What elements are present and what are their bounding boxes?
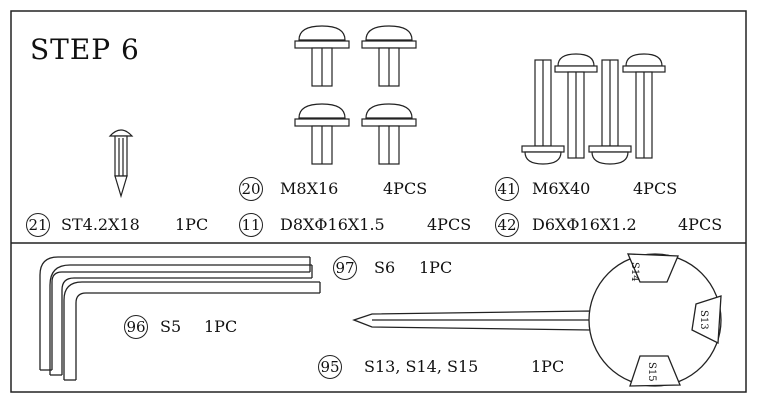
part-96-code: S5 [160, 317, 182, 336]
part-20-code: M8X16 [280, 179, 339, 198]
hex-keys-drawing [39, 256, 321, 381]
part-21-qty: 1PC [175, 215, 209, 234]
part-97-qty: 1PC [419, 258, 453, 277]
wrench-slot-s15-label: S15 [646, 362, 657, 382]
part-number-42: 42 [495, 213, 519, 237]
wrench-drawing [352, 253, 722, 387]
bolt-20-drawing [294, 25, 417, 165]
part-number-21: 21 [26, 213, 50, 237]
bolt-41-drawing [521, 53, 666, 165]
part-41-qty: 4PCS [633, 179, 678, 198]
part-number-96: 96 [124, 315, 148, 339]
part-number-41: 41 [495, 177, 519, 201]
step-title: STEP 6 [30, 33, 140, 66]
part-42-qty: 4PCS [678, 215, 723, 234]
wrench-slot-s14-label: S14 [629, 262, 640, 282]
part-number-11: 11 [239, 213, 263, 237]
part-95-qty: 1PC [531, 357, 565, 376]
part-95-code: S13, S14, S15 [364, 357, 479, 376]
part-42-code: D6XΦ16X1.2 [532, 215, 637, 234]
part-21-code: ST4.2X18 [61, 215, 140, 234]
part-number-97: 97 [333, 256, 357, 280]
part-20-qty: 4PCS [383, 179, 428, 198]
outer-frame [10, 10, 747, 393]
part-number-20: 20 [239, 177, 263, 201]
part-41-code: M6X40 [532, 179, 591, 198]
part-97-code: S6 [374, 258, 396, 277]
part-11-qty: 4PCS [427, 215, 472, 234]
part-96-qty: 1PC [204, 317, 238, 336]
part-number-95: 95 [318, 355, 342, 379]
screw-21-drawing [108, 129, 134, 199]
wrench-slot-s13-label: S13 [698, 310, 709, 330]
part-11-code: D8XΦ16X1.5 [280, 215, 385, 234]
